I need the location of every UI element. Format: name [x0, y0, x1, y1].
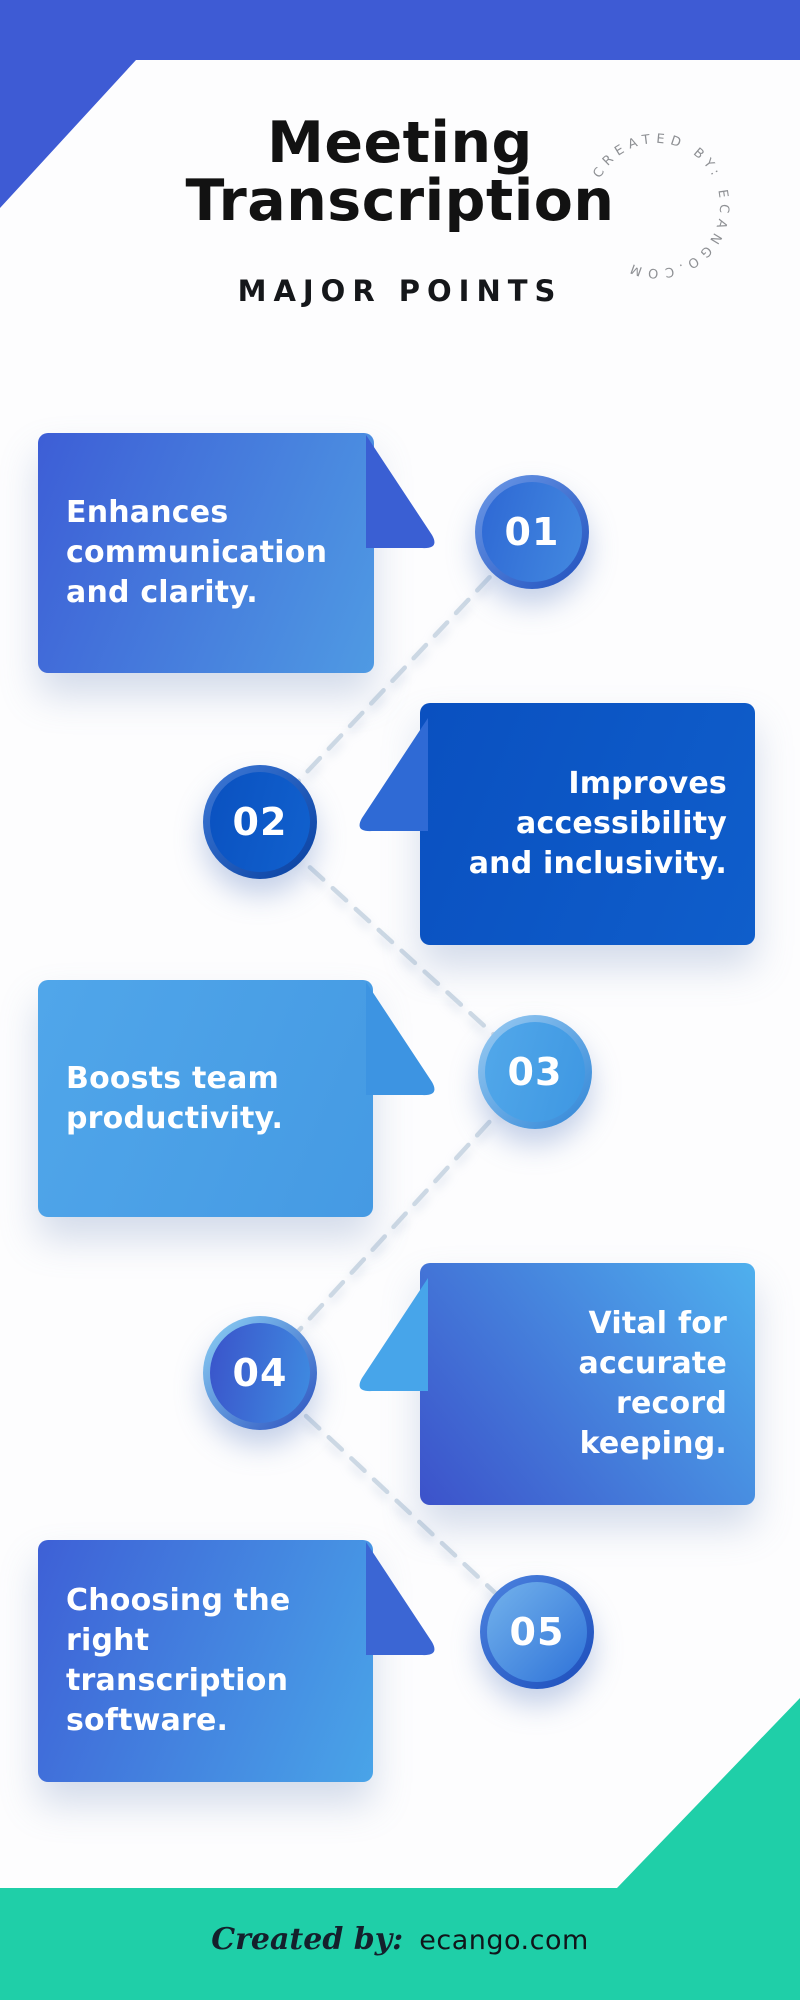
point-2-text: Improves accessibility and inclusivity. — [468, 766, 727, 881]
badge-circle-text: CREATED BY: ECANGO.COM — [590, 132, 725, 280]
page-subtitle: MAJOR POINTS — [237, 274, 563, 308]
number-badge-4: 04 — [203, 1316, 317, 1430]
title-line-1: Meeting — [267, 110, 533, 176]
point-1-text: Enhances communication and clarity. — [66, 495, 328, 610]
page-title: Meeting Transcription — [0, 114, 800, 230]
card-2-pointer-icon — [359, 718, 428, 832]
title-line-2: Transcription — [185, 168, 615, 234]
number-badge-2: 02 — [203, 765, 317, 879]
number-badge-3: 03 — [478, 1015, 592, 1129]
number-badge-1: 01 — [475, 475, 589, 589]
point-card-1: Enhances communication and clarity. — [38, 433, 435, 673]
point-card-2: Improves accessibility and inclusivity. — [359, 703, 755, 945]
card-4-pointer-icon — [359, 1278, 428, 1392]
site-name: ecango.com — [419, 1925, 589, 1956]
point-card-5: Choosing the right transcription softwar… — [38, 1540, 435, 1782]
number-4-label: 04 — [210, 1323, 310, 1423]
number-badge-5: 05 — [480, 1575, 594, 1689]
card-5-pointer-icon — [366, 1542, 435, 1656]
svg-text:CREATED BY: ECANGO.COM: CREATED BY: ECANGO.COM — [590, 132, 731, 280]
point-card-3: Boosts team productivity. — [38, 980, 435, 1217]
point-4-text: Vital for accurate record keeping. — [578, 1306, 727, 1461]
card-1-pointer-icon — [366, 435, 435, 549]
point-card-4: Vital for accurate record keeping. — [359, 1263, 755, 1505]
number-3-label: 03 — [485, 1022, 585, 1122]
card-3-pointer-icon — [366, 982, 435, 1096]
created-by-label: Created by: — [211, 1922, 404, 1957]
footer-credit: Created by: ecango.com — [0, 1922, 800, 1957]
created-by-badge: CREATED BY: ECANGO.COM — [590, 132, 731, 280]
point-5-text: Choosing the right transcription softwar… — [66, 1583, 291, 1738]
number-5-label: 05 — [487, 1582, 587, 1682]
number-1-label: 01 — [482, 482, 582, 582]
number-2-label: 02 — [210, 772, 310, 872]
point-3-text: Boosts team productivity. — [66, 1060, 284, 1136]
